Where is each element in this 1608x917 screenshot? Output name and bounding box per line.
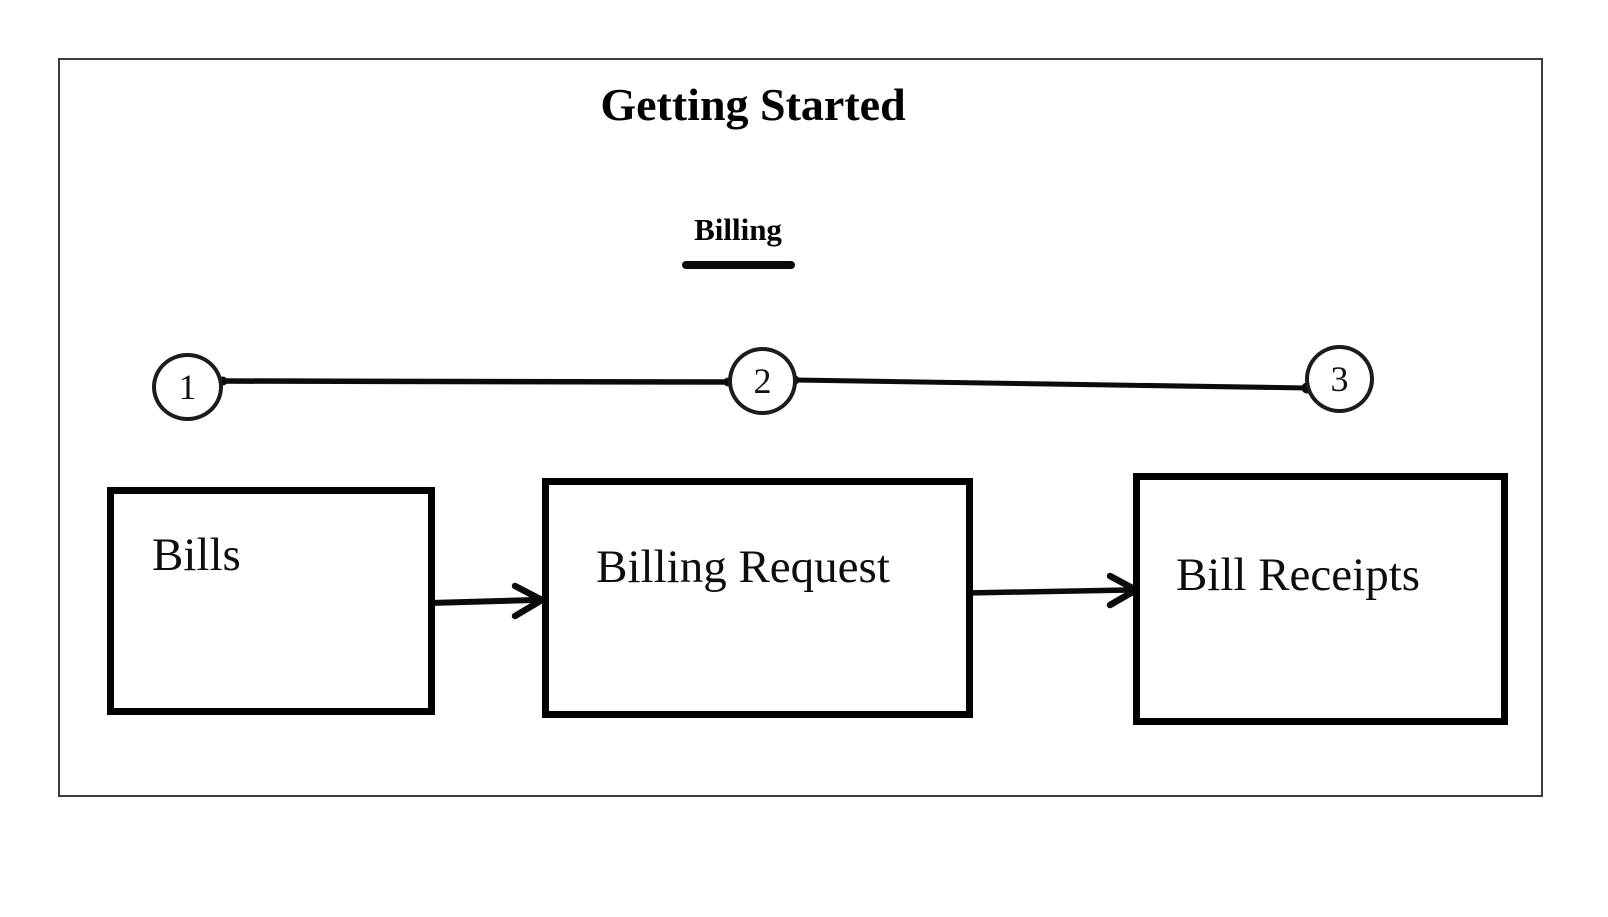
flow-box-label-billing-request: Billing Request xyxy=(596,541,890,593)
step-number: 2 xyxy=(753,361,772,401)
flow-box-label-bill-receipts: Bill Receipts xyxy=(1175,549,1421,601)
diagram-title: Getting Started xyxy=(600,79,906,130)
step-circle-3: 3 xyxy=(1305,345,1374,413)
flow-box-billing-request xyxy=(542,478,973,718)
section-label: Billing xyxy=(694,212,782,247)
step-number: 1 xyxy=(178,367,197,407)
step-circle-1: 1 xyxy=(152,353,223,421)
flow-box-bill-receipts xyxy=(1133,473,1508,725)
flow-box-label-bills: Bills xyxy=(152,529,241,581)
step-number: 3 xyxy=(1330,359,1349,399)
flow-box-bills xyxy=(107,487,435,715)
section-underline xyxy=(682,261,795,269)
step-circle-2: 2 xyxy=(728,347,797,415)
